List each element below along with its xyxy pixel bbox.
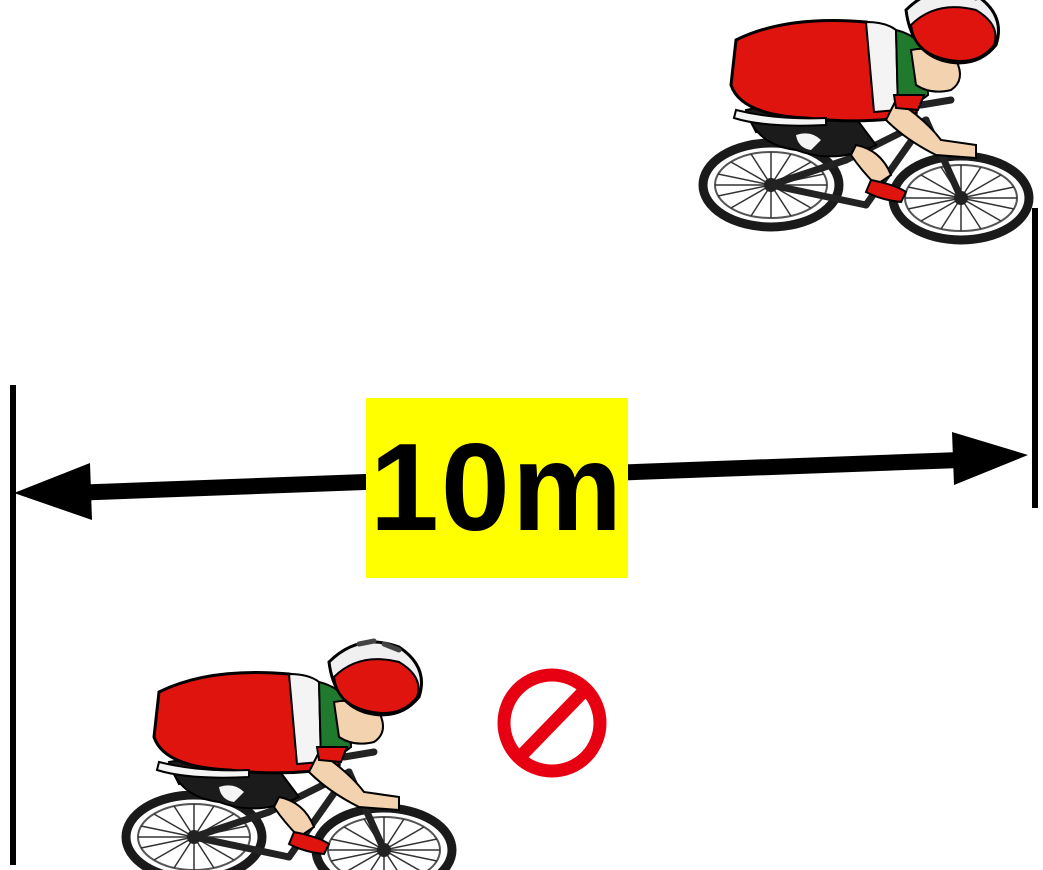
- arrow-head-left: [14, 463, 92, 520]
- no-entry-icon: [497, 668, 607, 778]
- lead-cyclist-icon: [703, 0, 1029, 240]
- following-cyclist-icon: [126, 641, 452, 870]
- distance-label-background: [366, 398, 628, 578]
- distance-label: 10m: [369, 419, 625, 557]
- arrow-head-right: [952, 432, 1028, 485]
